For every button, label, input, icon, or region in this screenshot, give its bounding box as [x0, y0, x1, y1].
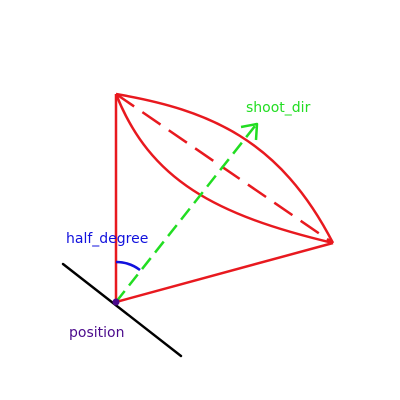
position-label: position [69, 325, 124, 341]
half-degree-arc [115, 260, 141, 272]
surface-line [61, 262, 183, 358]
position-point [112, 298, 120, 306]
cone-base-upper-arc [115, 92, 335, 244]
cone-edge-right [115, 241, 334, 304]
shoot-dir-arrowhead [240, 122, 259, 141]
shoot-dir-label: shoot_dir [246, 100, 311, 116]
shoot-dir-arrow [115, 125, 256, 303]
cone-base-diameter [115, 92, 334, 245]
cone-base-lower-arc [114, 93, 334, 245]
half-degree-label: half_degree [66, 231, 148, 247]
